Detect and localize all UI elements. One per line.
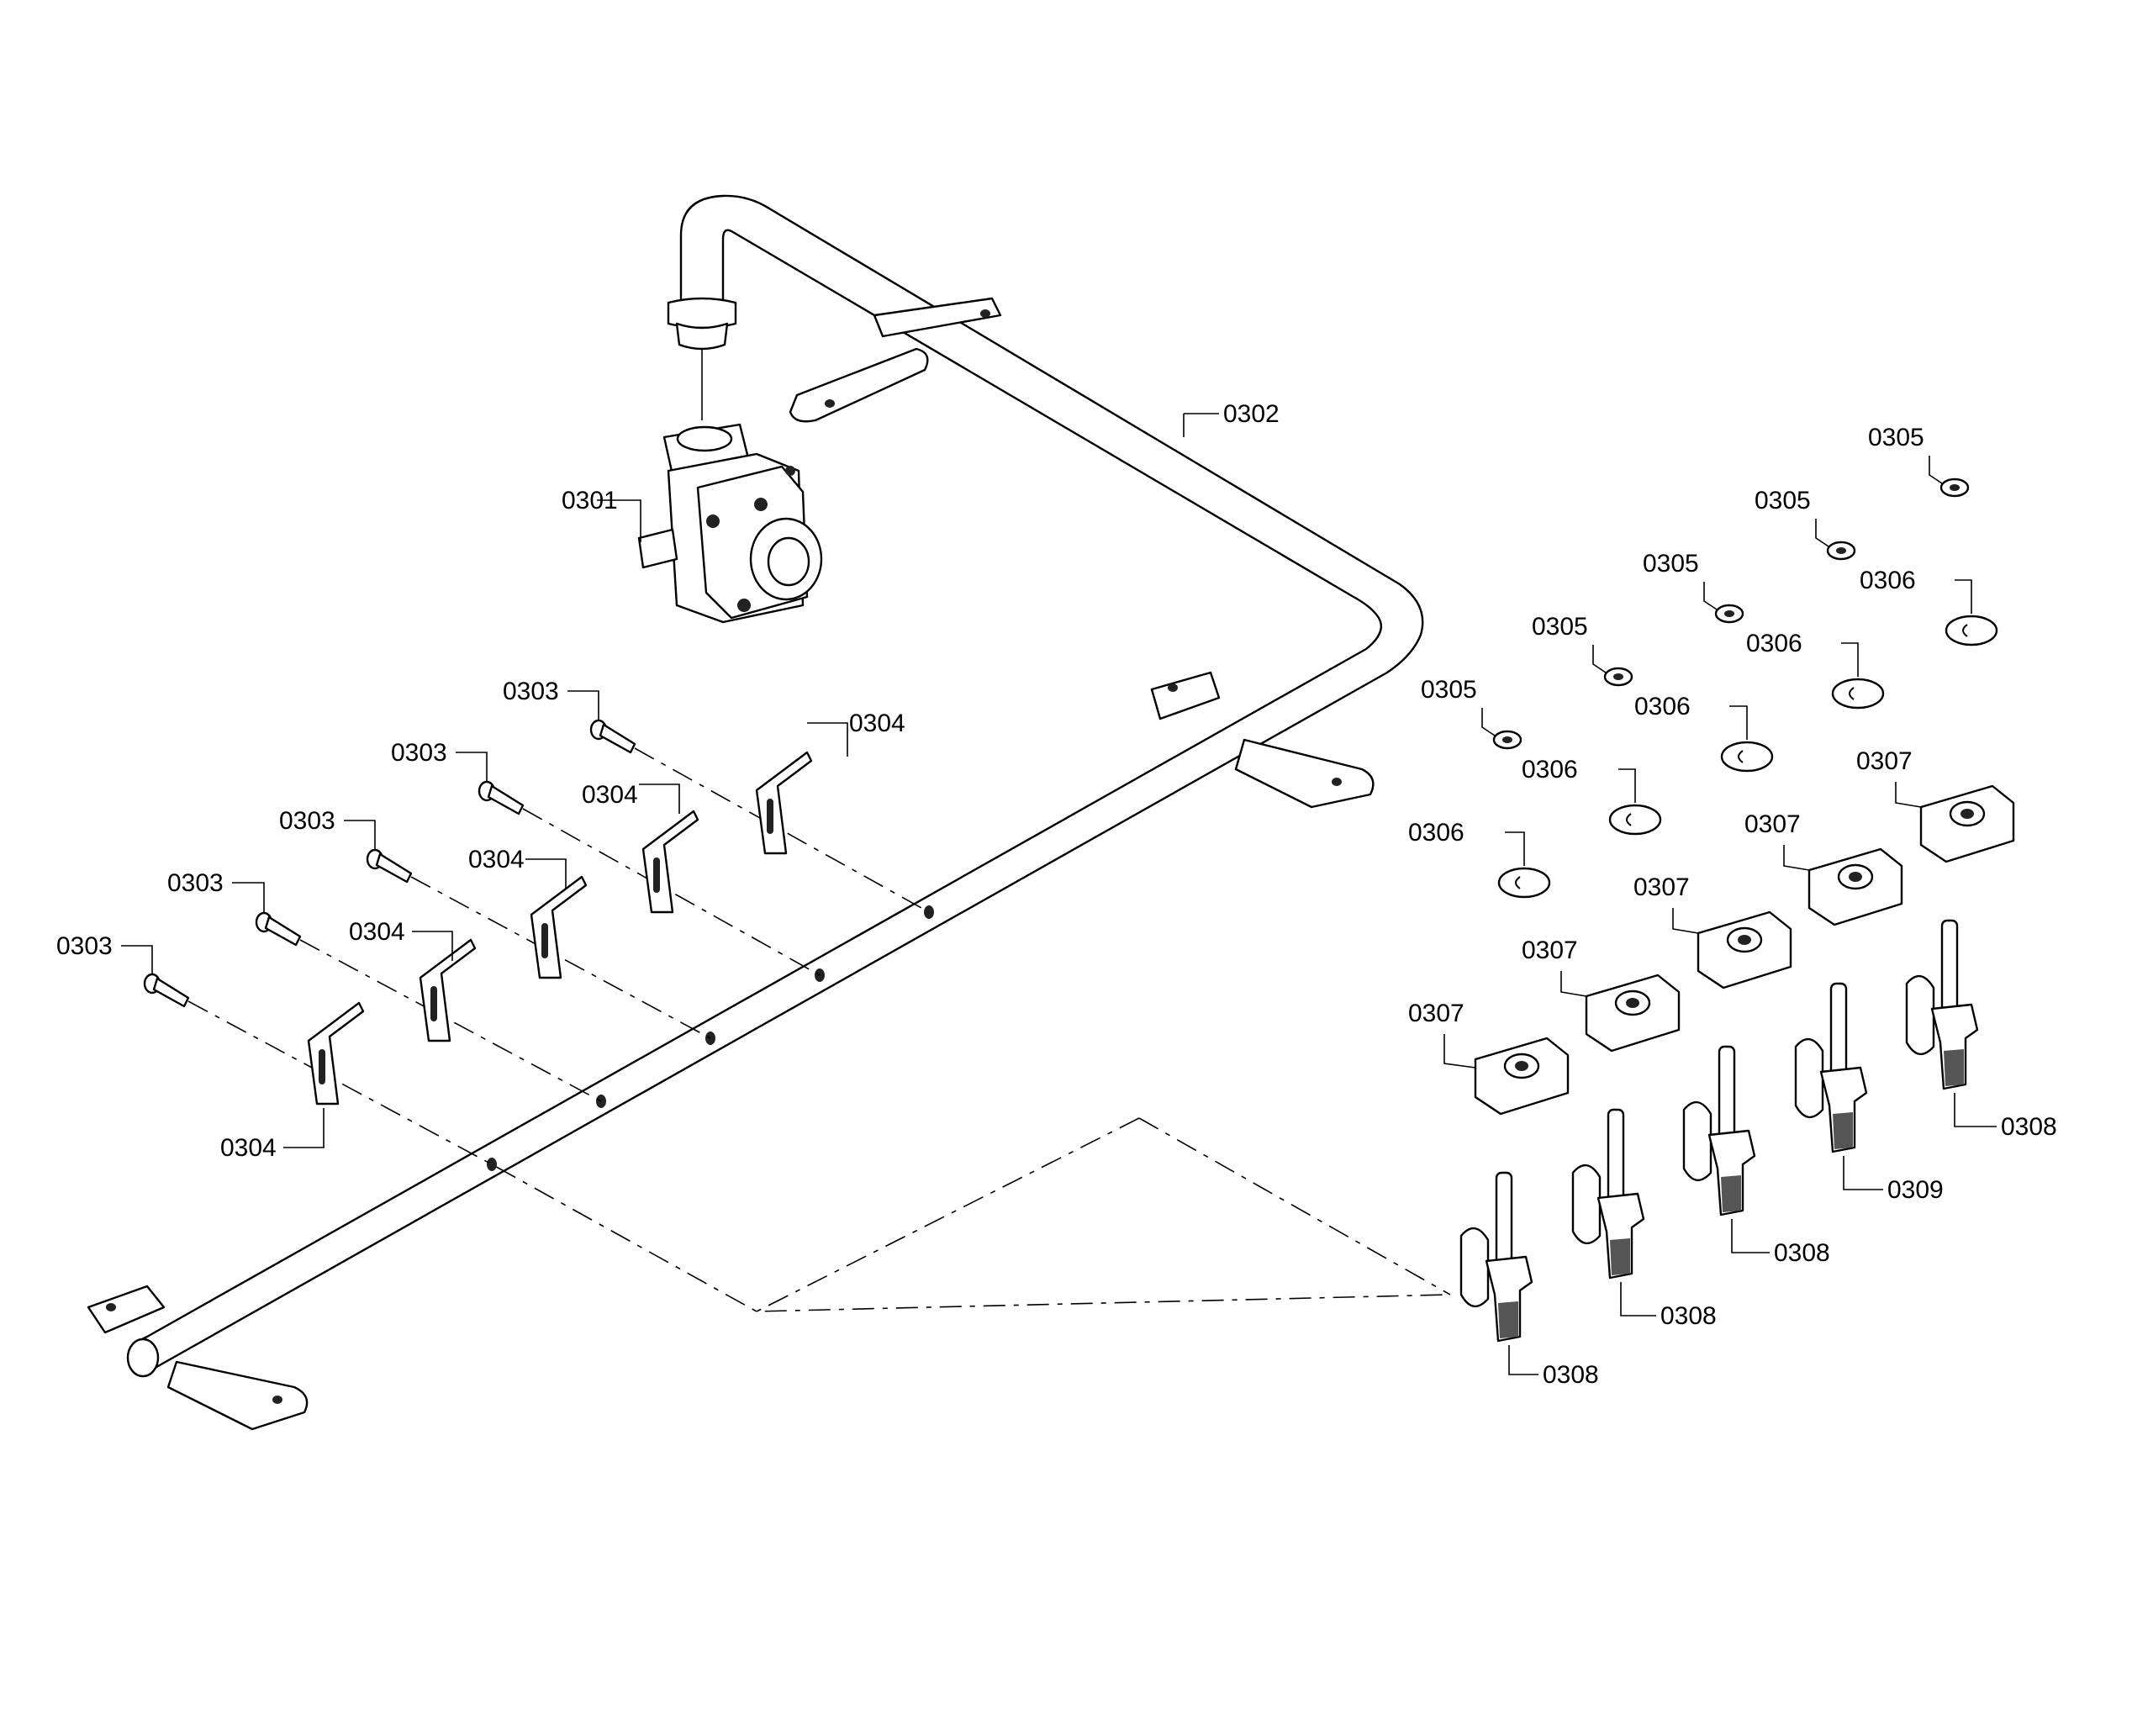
screw: [478, 780, 525, 815]
label-0304: 0304: [349, 918, 405, 946]
gas-valve: [1459, 1171, 1533, 1343]
valve-bracket: [1807, 847, 1903, 926]
small-washer-group: [1492, 478, 1970, 750]
label-0306: 0306: [1634, 693, 1691, 720]
clip: [419, 938, 477, 1042]
leader-lines: [121, 413, 1997, 1375]
pipe-bracket-top: [789, 297, 1002, 423]
label-0303: 0303: [391, 739, 447, 767]
label-0305: 0305: [1868, 424, 1924, 451]
clip: [641, 810, 699, 914]
label-0307: 0307: [1633, 873, 1690, 901]
label-0304: 0304: [220, 1134, 277, 1162]
clip: [755, 751, 813, 855]
screw: [589, 719, 636, 754]
large-washer: [1831, 678, 1885, 710]
label-0305: 0305: [1643, 550, 1699, 578]
clip-group: [307, 751, 813, 1105]
label-0309: 0309: [1887, 1176, 1944, 1204]
label-0305: 0305: [1755, 487, 1811, 514]
gas-valve: [1905, 919, 1979, 1090]
large-washer: [1608, 804, 1662, 836]
screw: [143, 973, 190, 1008]
label-0308: 0308: [1543, 1361, 1599, 1389]
screw: [255, 911, 302, 947]
valve-bracket: [1474, 1037, 1570, 1116]
gas-valve: [1682, 1045, 1756, 1216]
clip: [530, 875, 588, 979]
label-0307: 0307: [1522, 937, 1578, 964]
alignment-lines: [187, 747, 1451, 1312]
label-0306: 0306: [1746, 630, 1802, 657]
manifold-pipe: [126, 194, 1424, 1378]
small-washer: [1826, 541, 1856, 561]
gas-valve: [1794, 982, 1868, 1153]
label-0306: 0306: [1522, 756, 1578, 784]
screw-group: [143, 719, 636, 1008]
pipe-bracket-right: [1150, 671, 1375, 809]
label-0304: 0304: [849, 710, 905, 737]
small-washer: [1492, 730, 1522, 750]
valve-bracket: [1585, 974, 1681, 1053]
gas-valve: [1571, 1108, 1645, 1280]
label-0307: 0307: [1744, 810, 1801, 838]
gas-regulator: [637, 423, 823, 624]
label-0304: 0304: [582, 781, 638, 809]
label-0301: 0301: [562, 487, 618, 514]
screw: [366, 848, 413, 884]
label-0305: 0305: [1532, 613, 1588, 641]
label-0308: 0308: [1774, 1239, 1830, 1267]
label-0308: 0308: [2001, 1113, 2057, 1141]
label-0302: 0302: [1223, 400, 1280, 428]
clip: [307, 1001, 365, 1105]
large-washer: [1945, 615, 1998, 646]
valve-bracket: [1697, 910, 1792, 989]
large-washer-group: [1497, 615, 1998, 899]
valve-group: [1459, 919, 1979, 1343]
label-0303: 0303: [167, 869, 224, 897]
label-0303: 0303: [503, 678, 559, 705]
label-0308: 0308: [1660, 1302, 1717, 1330]
valve-bracket-group: [1474, 784, 2015, 1116]
label-0306: 0306: [1408, 819, 1464, 847]
large-washer: [1497, 867, 1551, 899]
pipe-bracket-bottom: [87, 1285, 309, 1431]
label-0303: 0303: [279, 807, 335, 835]
valve-bracket: [1919, 784, 2015, 863]
label-0303: 0303: [56, 932, 113, 960]
small-washer: [1603, 667, 1633, 687]
label-0307: 0307: [1856, 747, 1913, 775]
large-washer: [1720, 741, 1774, 773]
label-0305: 0305: [1421, 676, 1477, 704]
small-washer: [1714, 604, 1744, 624]
label-0307: 0307: [1408, 1000, 1464, 1027]
label-0304: 0304: [468, 846, 525, 873]
label-0306: 0306: [1860, 567, 1916, 594]
small-washer: [1939, 478, 1970, 498]
part-labels: 0302 0301 0303 0303 0303 0303 0303 0304 …: [56, 400, 2057, 1389]
